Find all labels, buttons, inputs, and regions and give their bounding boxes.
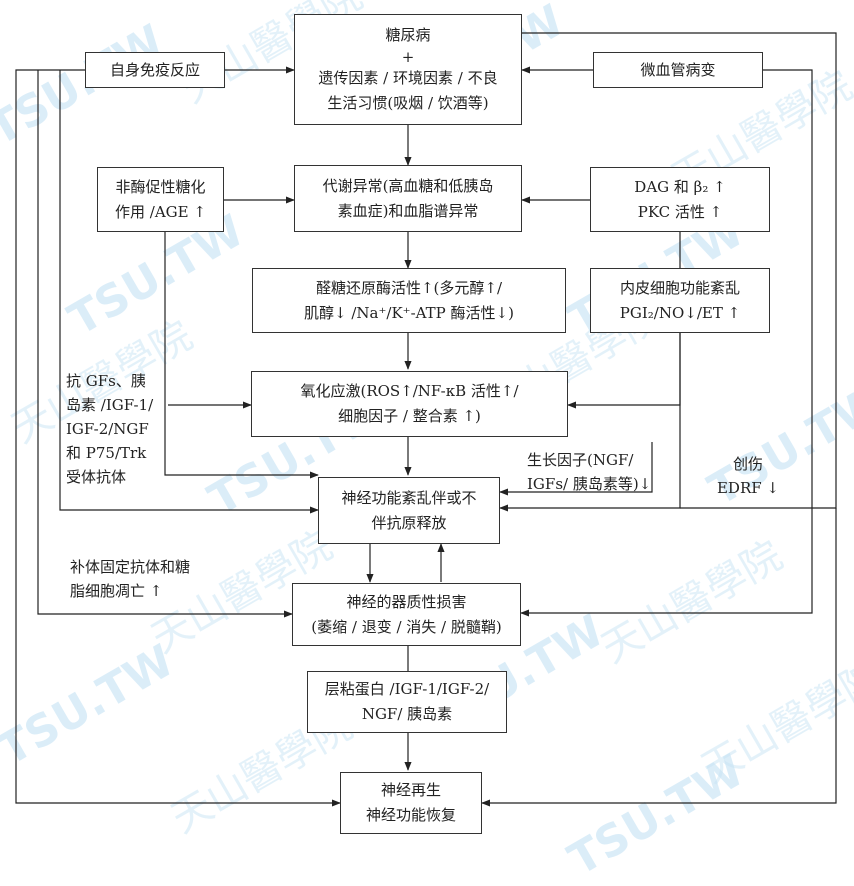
- complement-line-1: 补体固定抗体和糖: [70, 558, 191, 576]
- complement-label: 补体固定抗体和糖 脂细胞凋亡 ↑: [70, 555, 230, 603]
- oxidative-line-2: 细胞因子 / 整合素 ↑): [338, 407, 481, 425]
- diabetes-line-4: 生活习惯(吸烟 / 饮酒等): [327, 94, 489, 112]
- nerve-dysfunction-box: 神经功能紊乱伴或不 伴抗原释放: [318, 477, 500, 544]
- antibodies-line-4: 和 P75/Trk: [66, 444, 147, 462]
- age-box: 非酶促性糖化 作用 /AGE ↑: [97, 167, 224, 232]
- nerve-dysfunction-line-1: 神经功能紊乱伴或不: [341, 488, 477, 507]
- endothelial-line-1: 内皮细胞功能紊乱: [619, 278, 740, 297]
- antibodies-line-1: 抗 GFs、胰: [66, 372, 146, 390]
- growth-factor-line-2: IGFs/ 胰岛素等)↓: [527, 475, 652, 493]
- dag-line-1: DAG 和 β₂ ↑: [634, 177, 726, 196]
- antibodies-label: 抗 GFs、胰 岛素 /IGF-1/ IGF-2/NGF 和 P75/Trk 受…: [66, 369, 166, 489]
- dag-pkc-box: DAG 和 β₂ ↑ PKC 活性 ↑: [590, 167, 770, 232]
- trauma-line-2: EDRF ↓: [716, 479, 779, 497]
- growth-factor-line-1: 生长因子(NGF/: [527, 451, 634, 469]
- trauma-label: 创伤 EDRF ↓: [716, 452, 780, 500]
- metabolic-line-1: 代谢异常(高血糖和低胰岛: [322, 176, 494, 195]
- laminin-line-1: 层粘蛋白 /IGF-1/IGF-2/: [324, 680, 490, 698]
- complement-line-2: 脂细胞凋亡 ↑: [70, 582, 163, 600]
- regeneration-box: 神经再生 神经功能恢复: [340, 772, 482, 834]
- organic-damage-line-2: (萎缩 / 退变 / 消失 / 脱髓鞘): [311, 617, 502, 636]
- organic-damage-box: 神经的器质性损害 (萎缩 / 退变 / 消失 / 脱髓鞘): [292, 583, 521, 646]
- oxidative-stress-box: 氧化应激(ROS↑/NF-κB 活性↑/ 细胞因子 / 整合素 ↑): [251, 371, 568, 437]
- diabetes-line-3: 遗传因素 / 环境因素 / 不良: [318, 69, 498, 87]
- metabolic-line-2: 素血症)和血脂谱异常: [337, 201, 479, 220]
- regeneration-line-1: 神经再生: [380, 781, 441, 799]
- age-line-2: 作用 /AGE ↑: [115, 202, 206, 221]
- flow-connectors: [15, 32, 837, 807]
- autoimmune-label: 自身免疫反应: [109, 60, 200, 79]
- diabetes-line-1: 糖尿病: [385, 26, 431, 44]
- age-line-1: 非酶促性糖化: [115, 177, 206, 196]
- diabetes-line-2: +: [401, 48, 415, 66]
- metabolic-box: 代谢异常(高血糖和低胰岛 素血症)和血脂谱异常: [294, 165, 522, 232]
- microvascular-label: 微血管病变: [640, 60, 716, 79]
- nerve-dysfunction-line-2: 伴抗原释放: [371, 513, 447, 532]
- aldose-reductase-box: 醛糖还原酶活性↑(多元醇↑/ 肌醇↓ /Na⁺/K⁺-ATP 酶活性↓): [252, 268, 566, 333]
- organic-damage-line-1: 神经的器质性损害: [346, 592, 467, 611]
- regeneration-line-2: 神经功能恢复: [365, 806, 456, 824]
- trauma-line-1: 创伤: [732, 455, 763, 473]
- laminin-box: 层粘蛋白 /IGF-1/IGF-2/ NGF/ 胰岛素: [307, 671, 507, 733]
- antibodies-line-5: 受体抗体: [66, 468, 127, 486]
- aldose-line-2: 肌醇↓ /Na⁺/K⁺-ATP 酶活性↓): [304, 303, 514, 322]
- endothelial-line-2: PGI₂/NO↓/ET ↑: [619, 303, 741, 322]
- laminin-line-2: NGF/ 胰岛素: [361, 705, 453, 723]
- diabetes-box: 糖尿病 + 遗传因素 / 环境因素 / 不良 生活习惯(吸烟 / 饮酒等): [294, 14, 522, 125]
- oxidative-line-1: 氧化应激(ROS↑/NF-κB 活性↑/: [300, 382, 519, 400]
- microvascular-box: 微血管病变: [593, 52, 763, 88]
- antibodies-line-3: IGF-2/NGF: [66, 420, 149, 438]
- endothelial-box: 内皮细胞功能紊乱 PGI₂/NO↓/ET ↑: [590, 268, 770, 333]
- growth-factor-label: 生长因子(NGF/ IGFs/ 胰岛素等)↓: [527, 448, 659, 496]
- autoimmune-box: 自身免疫反应: [85, 52, 225, 88]
- antibodies-line-2: 岛素 /IGF-1/: [66, 396, 154, 414]
- dag-line-2: PKC 活性 ↑: [637, 202, 723, 221]
- aldose-line-1: 醛糖还原酶活性↑(多元醇↑/: [315, 278, 503, 297]
